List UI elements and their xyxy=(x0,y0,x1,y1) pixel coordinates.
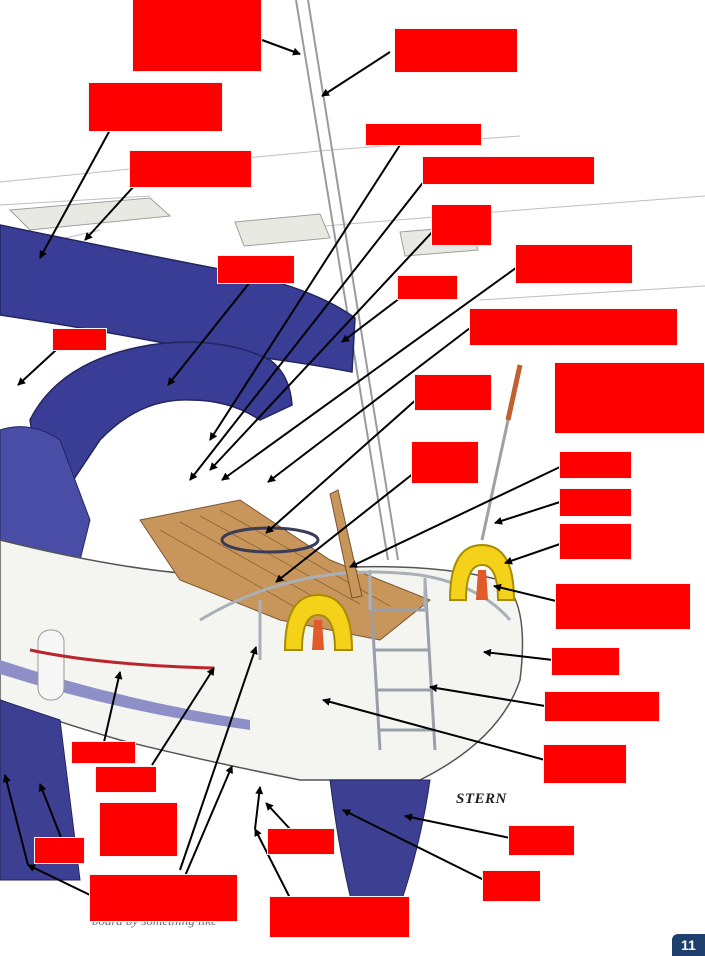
label-box xyxy=(544,745,626,783)
antenna-tip xyxy=(508,365,520,420)
label-box xyxy=(545,692,659,721)
label-box xyxy=(395,29,517,72)
label-box xyxy=(218,256,294,283)
label-box xyxy=(423,157,594,184)
label-box xyxy=(552,648,619,675)
label-box xyxy=(89,83,222,131)
label-box xyxy=(560,524,631,559)
stern-label: STERN xyxy=(456,791,507,808)
label-box xyxy=(560,452,631,478)
label-box xyxy=(366,124,481,145)
label-box xyxy=(509,826,574,855)
label-box xyxy=(53,329,106,350)
label-box xyxy=(412,442,478,483)
label-box xyxy=(130,151,251,187)
label-box xyxy=(72,742,135,763)
label-box xyxy=(100,803,177,856)
label-box xyxy=(560,489,631,516)
label-box xyxy=(35,838,84,863)
label-box xyxy=(90,875,237,921)
label-box xyxy=(133,0,261,71)
label-box xyxy=(268,829,334,854)
fender xyxy=(38,630,64,700)
label-box xyxy=(270,897,409,937)
label-box xyxy=(432,205,491,245)
label-box xyxy=(556,584,690,629)
label-box xyxy=(516,245,632,283)
label-box xyxy=(398,276,457,299)
label-box xyxy=(470,309,677,345)
label-box xyxy=(415,375,491,410)
label-box xyxy=(96,767,156,792)
horseshoe-lifebuoy-right xyxy=(450,545,514,600)
label-box xyxy=(483,871,540,901)
label-box xyxy=(555,363,704,433)
